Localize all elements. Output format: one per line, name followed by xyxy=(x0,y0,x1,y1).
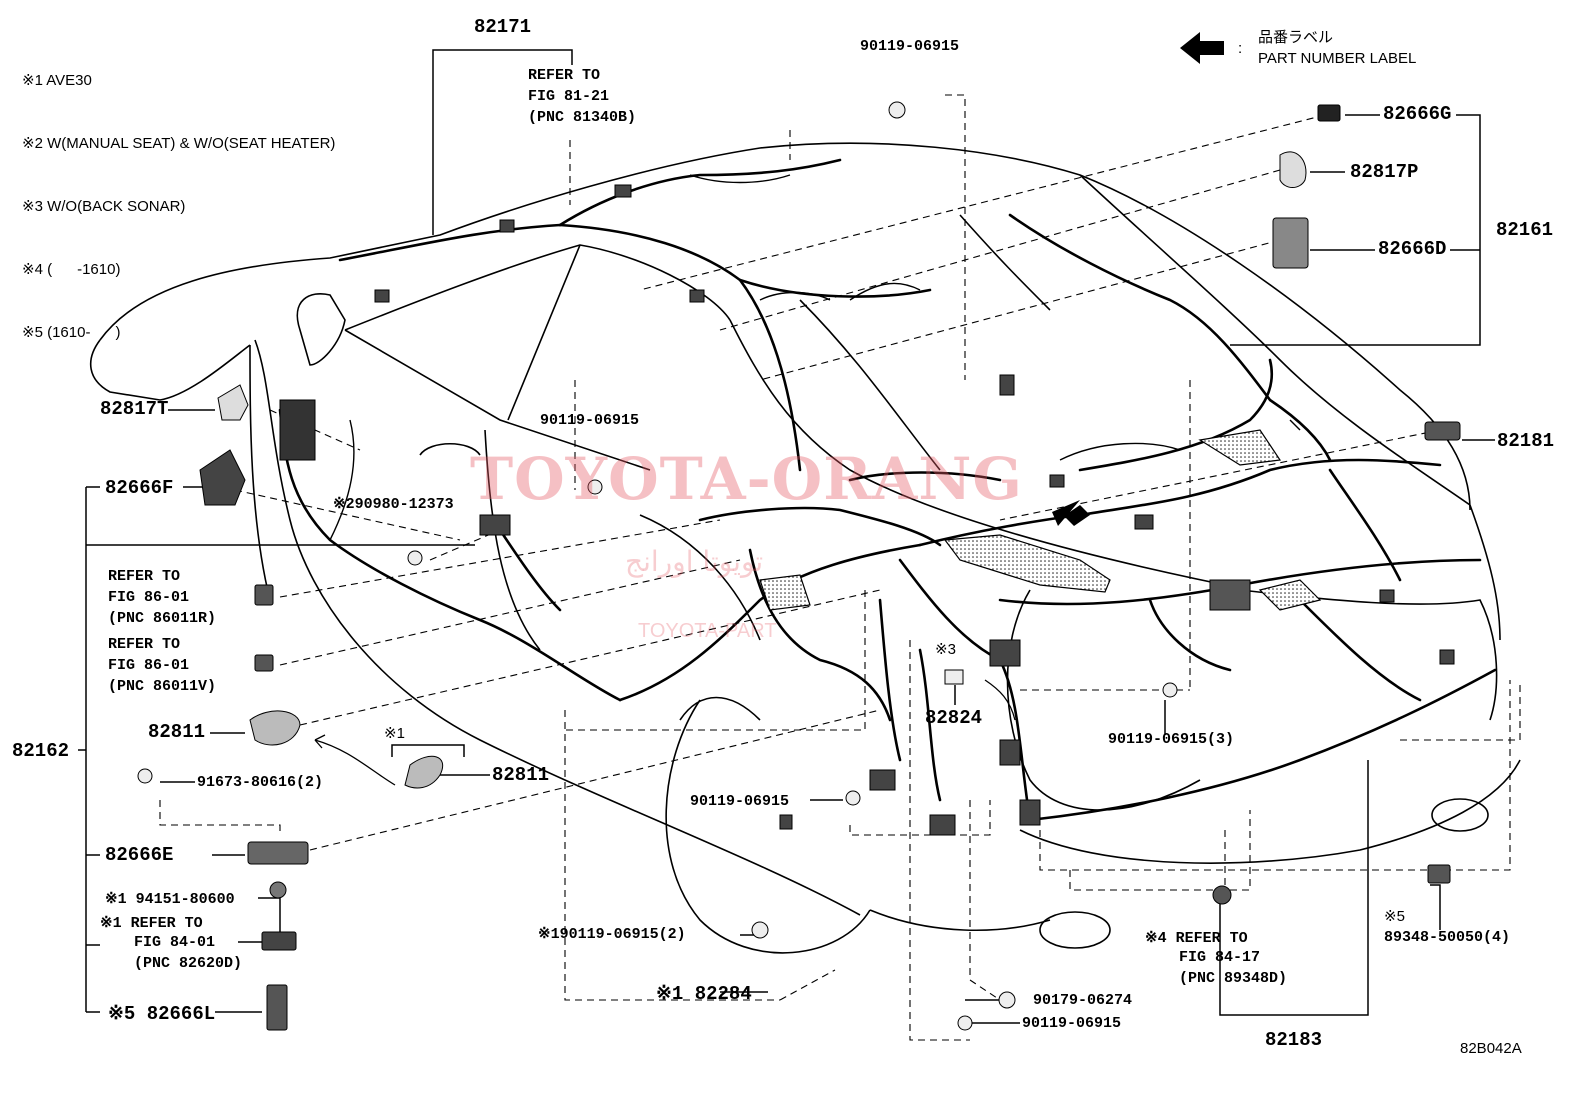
part-82183: 82183 xyxy=(1265,1029,1323,1051)
part-82171: 82171 xyxy=(474,16,532,38)
legend-label-en: PART NUMBER LABEL xyxy=(1258,50,1417,67)
note-2: ※2 W(MANUAL SEAT) & W/O(SEAT HEATER) xyxy=(22,135,336,152)
watermark-brand: TOYOTA-ORANG xyxy=(470,445,1023,513)
bolt-mid: 90119-06915 xyxy=(540,412,640,429)
part-82817T: 82817T xyxy=(100,398,169,420)
watermark-arabic: تويوتا اورانج xyxy=(625,545,764,578)
refer1-line3: (PNC 81340B) xyxy=(528,109,637,126)
legend-label-jp: 品番ラベル xyxy=(1258,29,1334,46)
part-82811-b: 82811 xyxy=(492,764,550,786)
part-82284: ※1 82284 xyxy=(656,983,752,1005)
diagram-code: 82B042A xyxy=(1460,1040,1522,1057)
refer5-line2: FIG 84-17 xyxy=(1179,949,1261,966)
connectors xyxy=(137,101,1461,1031)
refer2-line3: (PNC 86011R) xyxy=(108,610,217,627)
part-82666D: 82666D xyxy=(1378,238,1447,260)
refer1-line2: FIG 81-21 xyxy=(528,88,610,105)
bolt-3: 90119-06915(3) xyxy=(1108,731,1235,748)
legend-colon: : xyxy=(1238,40,1243,57)
refer2-line2: FIG 86-01 xyxy=(108,589,190,606)
watermark-sub: TOYOTA-PART xyxy=(638,620,777,642)
bolt-bottom: 90119-06915 xyxy=(1022,1015,1122,1032)
harness-taped-sections xyxy=(759,429,1322,611)
part-82181: 82181 xyxy=(1497,430,1555,452)
refer1-line1: REFER TO xyxy=(528,67,601,84)
harness-wires-thin xyxy=(329,174,1301,541)
part-82161: 82161 xyxy=(1496,219,1554,241)
refer5-line1: ※4 REFER TO xyxy=(1145,930,1248,947)
part-82811-a: 82811 xyxy=(148,721,206,743)
note3-mark: ※3 xyxy=(935,641,956,658)
part-82666L: ※5 82666L xyxy=(108,1003,216,1025)
part-label-arrow xyxy=(1052,500,1090,526)
bracket-lines xyxy=(78,49,1495,1024)
refer4-line1: ※1 REFER TO xyxy=(100,915,203,932)
car-body-outline xyxy=(89,142,1521,954)
part-82824: 82824 xyxy=(925,707,983,729)
notes-block: ※1 AVE30 ※2 W(MANUAL SEAT) & W/O(SEAT HE… xyxy=(22,28,335,364)
part-82666E: 82666E xyxy=(105,844,174,866)
note-5: ※5 (1610- ) xyxy=(22,324,121,341)
part-94151: ※1 94151-80600 xyxy=(105,891,235,908)
bolt-top: 90119-06915 xyxy=(860,38,960,55)
nut-90179: 90179-06274 xyxy=(1033,992,1133,1009)
part-82817P: 82817P xyxy=(1350,161,1419,183)
note5-mark: ※5 xyxy=(1384,908,1405,925)
refer2-line1: REFER TO xyxy=(108,568,181,585)
refer4-line3: (PNC 82620D) xyxy=(134,955,243,972)
screw-91673: 91673-80616(2) xyxy=(197,774,324,791)
leader-lines xyxy=(159,94,1521,1041)
bolt-2: ※190119-06915(2) xyxy=(538,926,686,943)
refer3-line3: (PNC 86011V) xyxy=(108,678,217,695)
refer5-line3: (PNC 89348D) xyxy=(1179,970,1288,987)
pointer-arrows xyxy=(314,679,1016,786)
part-82666F: 82666F xyxy=(105,477,174,499)
refer4-line2: FIG 84-01 xyxy=(134,934,216,951)
part-82162: 82162 xyxy=(12,740,70,762)
clip-90980: ※290980-12373 xyxy=(333,496,454,513)
note-1: ※1 AVE30 xyxy=(22,72,92,89)
refer3-line1: REFER TO xyxy=(108,636,181,653)
refer3-line2: FIG 86-01 xyxy=(108,657,190,674)
note-4: ※4 ( -1610) xyxy=(22,261,121,278)
note-3: ※3 W/O(BACK SONAR) xyxy=(22,198,186,215)
left-arrow-icon xyxy=(1180,32,1224,64)
note1-bracket-mark: ※1 xyxy=(384,725,405,742)
part-82666G: 82666G xyxy=(1383,103,1452,125)
bolt-low: 90119-06915 xyxy=(690,793,790,810)
part-89348: 89348-50050(4) xyxy=(1384,929,1511,946)
